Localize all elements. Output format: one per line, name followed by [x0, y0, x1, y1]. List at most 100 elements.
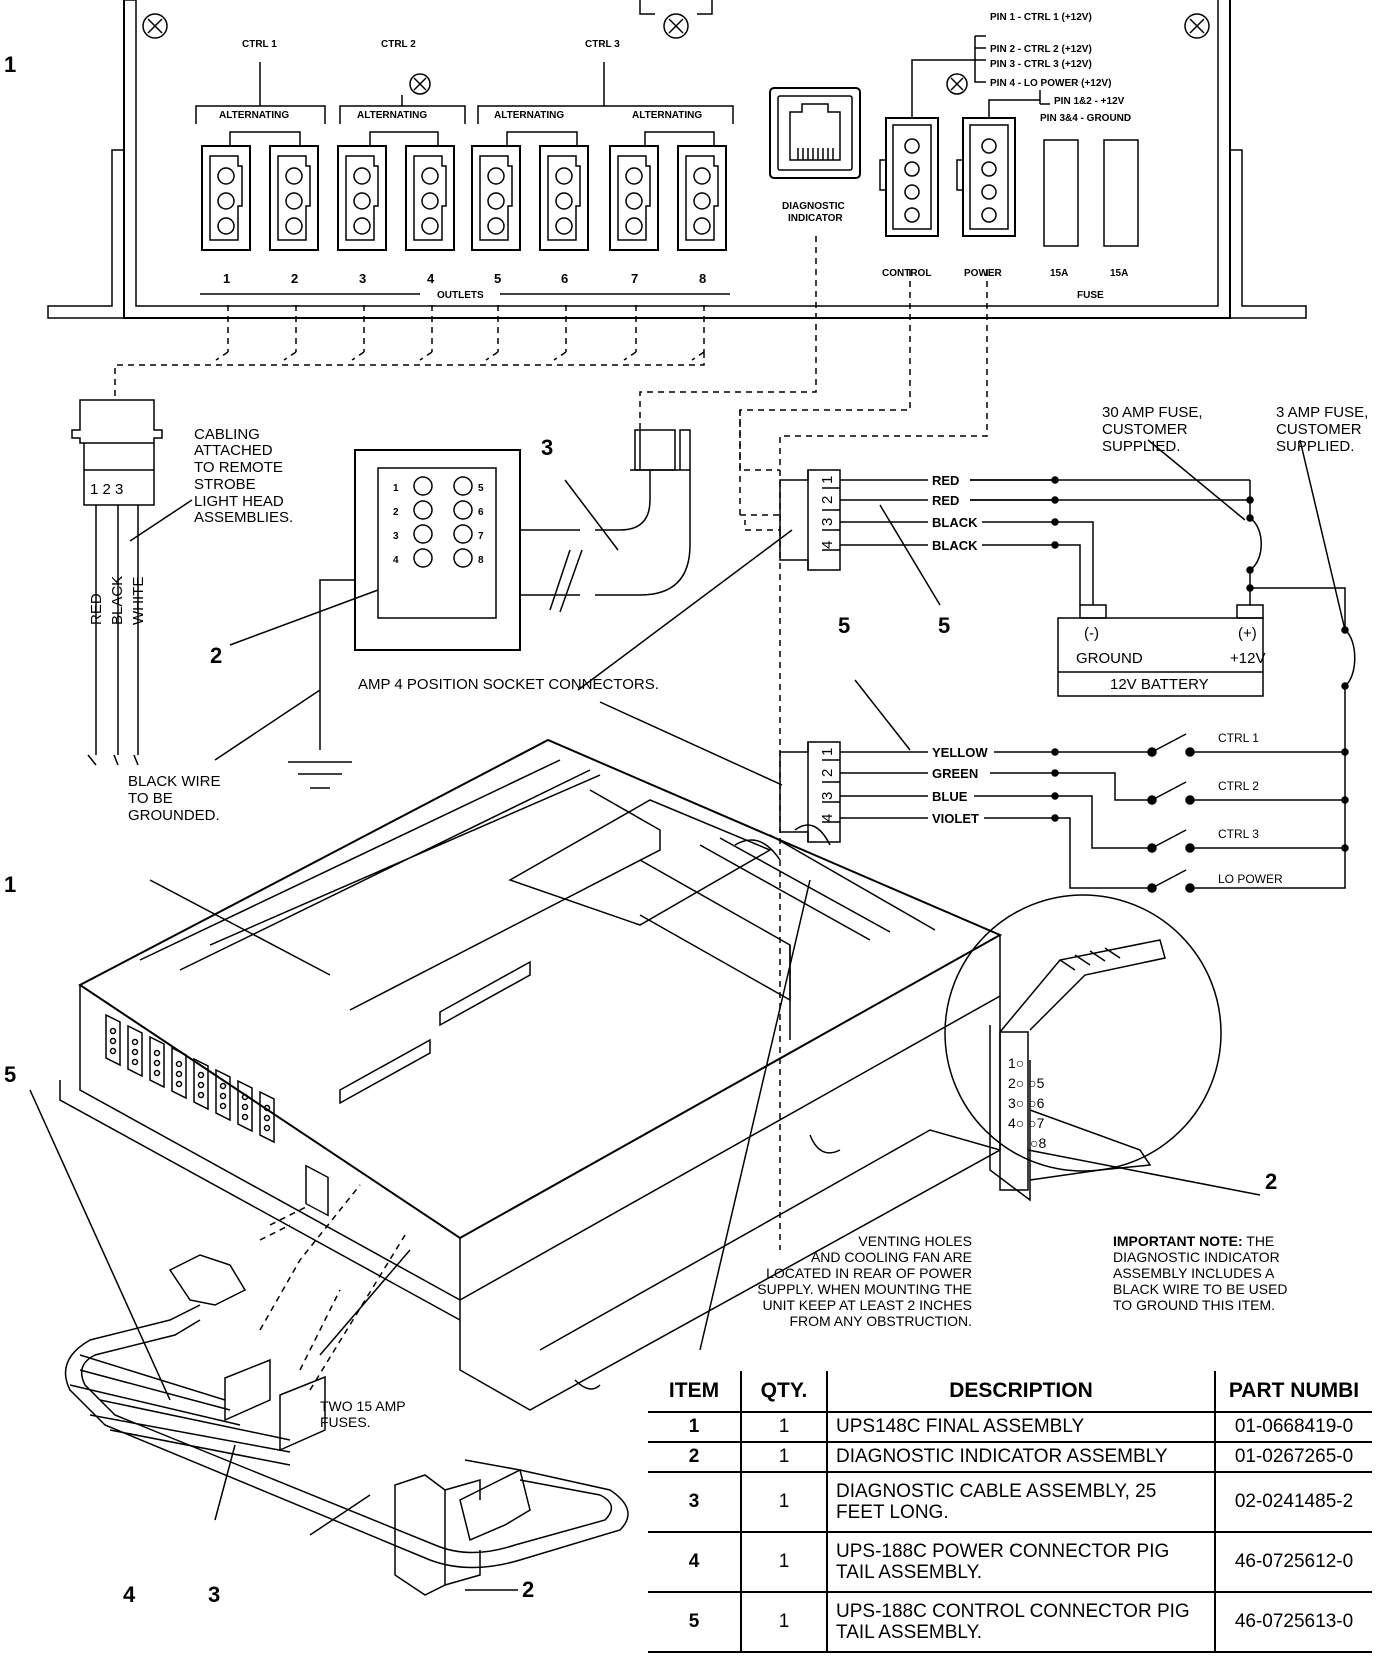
outlet-dashed-leads: [114, 236, 988, 1250]
outlet-socket-icon: [337, 145, 387, 251]
fuse30-note: CUSTOMER: [1102, 421, 1188, 438]
callout-3-top: 3: [541, 435, 553, 460]
connector-pin: 4: [819, 541, 836, 549]
outlet-number: 5: [494, 271, 501, 286]
outlets-label: OUTLETS: [437, 290, 484, 301]
venting-note: VENTING HOLES AND COOLING FAN ARE LOCATE…: [757, 1233, 972, 1329]
fuse-slot: [1043, 139, 1079, 247]
iso-outlet-icon: [259, 1090, 275, 1144]
indicator-pin: 6: [478, 507, 484, 518]
callout-2-top: 2: [210, 643, 222, 668]
fuse3-note: 3 AMP FUSE,: [1276, 404, 1368, 421]
outlet-number: 1: [223, 271, 230, 286]
detail-pins: 2○ ○5: [1008, 1075, 1045, 1091]
indicator-led: [453, 476, 473, 496]
callout-1-top: 1: [4, 52, 16, 77]
ctrl-group-label: CTRL 2: [381, 39, 416, 50]
callout-2-bottom: 2: [522, 1577, 534, 1602]
wire-color: BLACK: [109, 576, 126, 625]
fuse30-note: SUPPLIED.: [1102, 438, 1180, 455]
fuse-rating: 15A: [1050, 268, 1068, 279]
power-connector-icon: [956, 117, 1016, 237]
connector-pin: 2: [819, 496, 836, 504]
alternating-label: ALTERNATING: [494, 110, 564, 121]
col-header-description: DESCRIPTION: [826, 1371, 1216, 1413]
battery-label: 12V BATTERY: [1110, 676, 1209, 693]
switch-label: LO POWER: [1218, 872, 1283, 886]
wire-label: BLUE: [932, 789, 968, 804]
outlet-number: 2: [291, 271, 298, 286]
callout-5-bottom: 5: [4, 1062, 16, 1087]
ground-icon: [214, 579, 355, 789]
wire-label: BLACK: [932, 538, 978, 553]
detail-pins: 3○ ○6: [1008, 1095, 1045, 1111]
switch-label: CTRL 2: [1218, 779, 1259, 793]
cabling-note: LIGHT HEAD: [194, 493, 284, 510]
outlet-socket-icon: [539, 145, 589, 251]
screw-icon: [1184, 13, 1210, 39]
outlet-socket-icon: [269, 145, 319, 251]
callout-5b: 5: [938, 613, 950, 638]
diagnostic-indicator-icon: [229, 429, 691, 651]
battery-ground: GROUND: [1076, 650, 1143, 667]
pigtail-assemblies: [29, 1089, 629, 1596]
control-pin-label: PIN 2 - CTRL 2 (+12V): [990, 44, 1092, 55]
screw-icon: [946, 73, 968, 95]
cabling-note: ASSEMBLIES.: [194, 509, 293, 526]
alternating-label: ALTERNATING: [219, 110, 289, 121]
iso-outlet-icon: [127, 1024, 143, 1078]
control-label: CONTROL: [882, 268, 931, 279]
indicator-pin: 1: [393, 483, 399, 494]
fuse-slot: [1103, 139, 1139, 247]
switch-label: CTRL 3: [1218, 827, 1259, 841]
outlet-number: 3: [359, 271, 366, 286]
col-header-part-number: PART NUMBI: [1214, 1371, 1372, 1413]
indicator-led: [413, 500, 433, 520]
power-supply-panel: [47, 0, 1307, 319]
outlet-socket-icon: [677, 145, 727, 251]
battery-v12: +12V: [1230, 650, 1265, 667]
outlet-socket-icon: [609, 145, 659, 251]
switch-icon: [1147, 781, 1315, 805]
detail-pins: ○8: [1030, 1135, 1046, 1151]
remote-cabling: [71, 399, 193, 766]
power-pin-label: PIN 1&2 - +12V: [1054, 96, 1125, 107]
iso-outlet-icon: [215, 1068, 231, 1122]
diagnostic-label: INDICATOR: [788, 213, 843, 224]
alternating-label: ALTERNATING: [632, 110, 702, 121]
power-supply-isometric: [59, 738, 1003, 1411]
connector-pin: 1: [819, 476, 836, 484]
indicator-pin: 2: [393, 507, 399, 518]
outlet-number: 7: [631, 271, 638, 286]
iso-outlet-icon: [149, 1035, 165, 1089]
iso-outlet-icon: [171, 1046, 187, 1100]
indicator-pin: 8: [478, 555, 484, 566]
switch-icon: [1147, 869, 1315, 893]
indicator-pin: 5: [478, 483, 484, 494]
connector-pin: 3: [819, 792, 836, 800]
battery-neg: (-): [1084, 625, 1099, 642]
wire-label: BLACK: [932, 515, 978, 530]
ctrl-group-label: CTRL 3: [585, 39, 620, 50]
amp-connectors-label: AMP 4 POSITION SOCKET CONNECTORS.: [358, 676, 659, 693]
callout-5a: 5: [838, 613, 850, 638]
diagnostic-label: DIAGNOSTIC: [782, 201, 845, 212]
switch-icon: [1147, 829, 1315, 853]
rj-jack-icon: [769, 87, 861, 179]
outlet-socket-icon: [405, 145, 455, 251]
wire-label: GREEN: [932, 766, 978, 781]
iso-outlet-icon: [237, 1079, 253, 1133]
outlet-socket-icon: [201, 145, 251, 251]
screw-icon: [409, 73, 431, 95]
wire-label: RED: [932, 493, 959, 508]
control-wiring: [840, 733, 1349, 893]
fuse-rating: 15A: [1110, 268, 1128, 279]
callout-2-round: 2: [1265, 1169, 1277, 1194]
alternating-label: ALTERNATING: [357, 110, 427, 121]
connector-pin: 2: [819, 769, 836, 777]
